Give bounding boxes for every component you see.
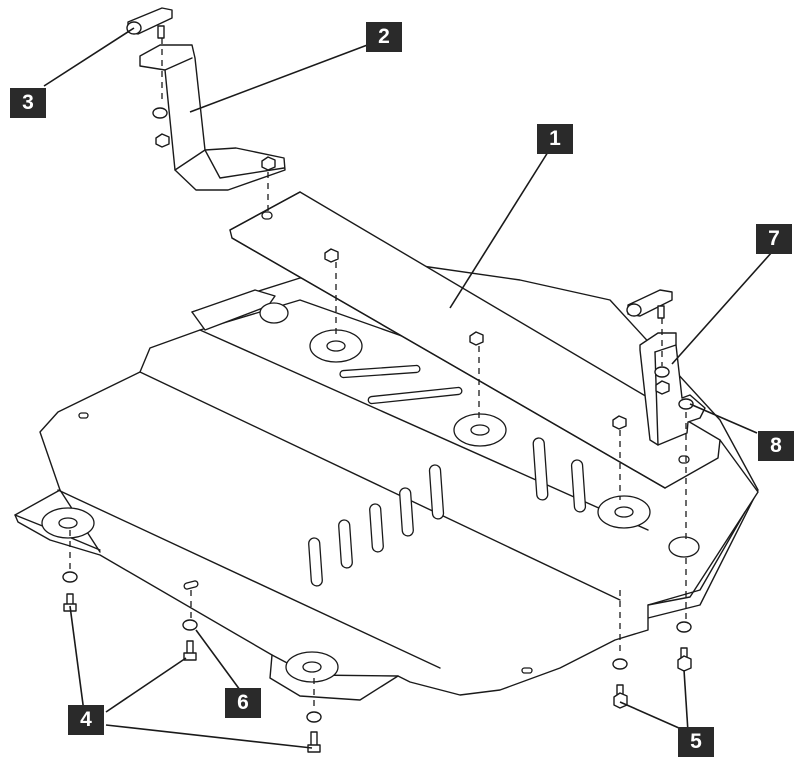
callout-6: 6 [225,688,261,718]
leader-lines [43,27,773,749]
bolt-plate-right [626,289,673,319]
callout-5: 5 [678,727,714,757]
callout-2: 2 [366,22,402,52]
nut-2 [155,133,170,148]
callout-7-text: 7 [768,227,780,250]
bracket-right [639,332,706,446]
callout-3: 3 [10,88,46,118]
callout-1: 1 [537,124,573,154]
callout-6-text: 6 [237,691,249,714]
washer-7 [654,366,670,378]
callout-4-text: 4 [80,708,92,731]
callout-7: 7 [756,224,792,254]
callout-2-text: 2 [378,25,390,48]
nut-7 [655,380,670,395]
crossmember-bar [229,191,721,489]
washer-2 [152,107,168,119]
callout-4: 4 [68,705,104,735]
assembly-lines [69,38,687,710]
bolt-plate-left [126,7,173,39]
washer-8 [678,398,694,410]
callout-3-text: 3 [22,91,34,114]
callout-1-text: 1 [549,127,561,150]
callout-8-text: 8 [770,434,782,457]
bracket-left [139,44,286,191]
callout-5-text: 5 [690,730,702,753]
callout-8: 8 [758,431,794,461]
skid-plate [14,264,759,701]
